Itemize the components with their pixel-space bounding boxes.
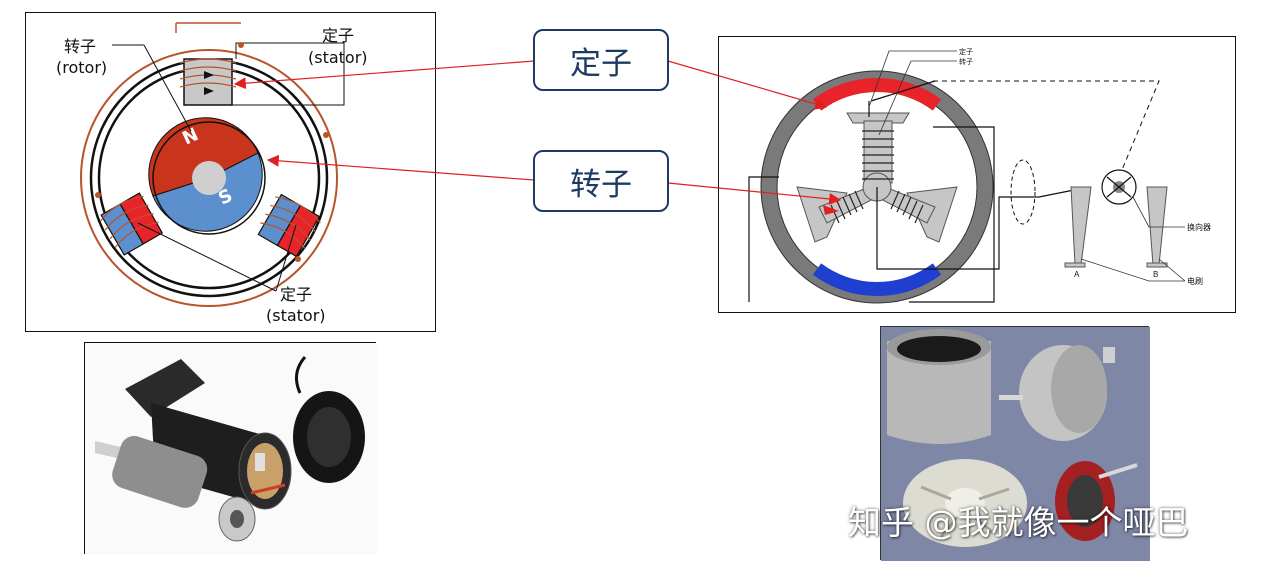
armature-windings <box>830 130 924 224</box>
stator-label-bottom-en: (stator) <box>266 306 326 325</box>
right-label-rotor: 转子 <box>959 57 973 66</box>
motor-photo-left-art <box>85 343 377 555</box>
right-diagram-svg: N S <box>748 47 1211 304</box>
stator-label-leader-right <box>275 224 297 292</box>
motor-photo-right-art <box>881 327 1150 561</box>
stator-label-top-cn: 定子 <box>322 26 354 45</box>
motor-photo-right <box>880 326 1150 561</box>
commutator-label: 换向器 <box>1187 222 1211 232</box>
stator-label-bottom-cn: 定子 <box>280 285 312 304</box>
stator-callout: 定子 <box>533 29 669 91</box>
top-stator-coil <box>175 22 241 106</box>
south-magnet <box>812 263 942 296</box>
commutator <box>1101 169 1137 205</box>
stator-wire <box>232 42 345 106</box>
brushes <box>1064 186 1168 268</box>
rotor-callout: 转子 <box>533 150 669 212</box>
right-motor-diagram: N S <box>718 36 1236 313</box>
motor-photo-left <box>84 342 377 555</box>
watermark-text: 知乎 @我就像一个哑巴 <box>848 503 1189 542</box>
rotor-magnet <box>148 117 266 235</box>
left-stator-coil <box>99 192 164 256</box>
left-diagram-svg: N S 转子 (rotor) 定子 (stator) 定子 (stator) <box>56 22 368 325</box>
right-pole-s: S <box>873 272 880 283</box>
left-motor-diagram: N S 转子 (rotor) 定子 (stator) 定子 (stator) <box>25 12 436 332</box>
brush-b-label: B <box>1153 270 1158 279</box>
brush-a-label: A <box>1074 270 1080 279</box>
stator-label-leader-left <box>137 222 277 292</box>
right-stator-coil <box>257 193 321 258</box>
right-label-stator: 定子 <box>959 47 973 56</box>
rotor-label-cn: 转子 <box>64 37 96 56</box>
right-pole-n: N <box>873 92 880 103</box>
rotor-label-en: (rotor) <box>56 58 107 77</box>
stator-label-top-en: (stator) <box>308 48 368 67</box>
brush-label: 电刷 <box>1187 276 1203 286</box>
